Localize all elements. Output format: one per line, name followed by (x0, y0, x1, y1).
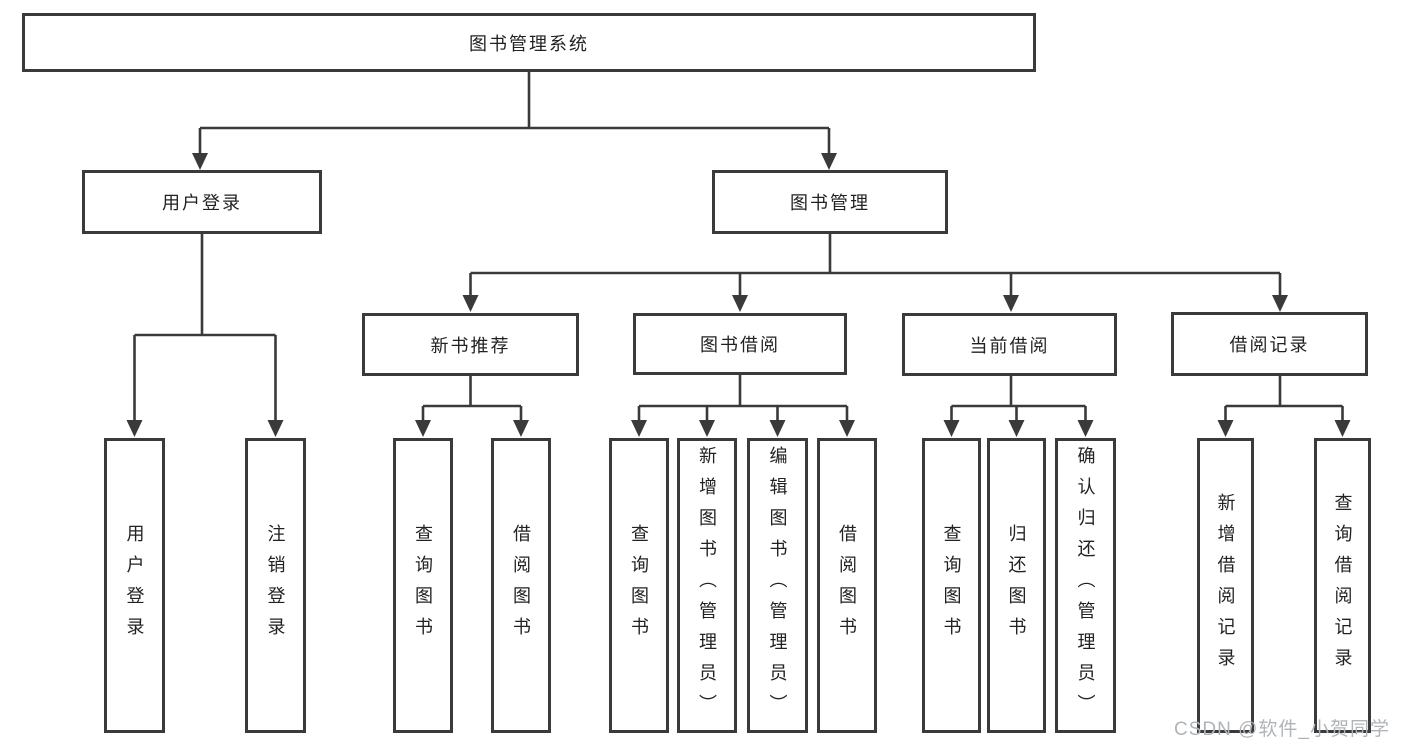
leaf-borrow-edit-book-admin: 编辑图书（管理员） (747, 438, 808, 733)
leaf-newbooks-borrow-books: 借阅图书 (491, 438, 551, 733)
node-book-borrow: 图书借阅 (633, 313, 847, 375)
node-current-borrow: 当前借阅 (902, 313, 1117, 376)
node-user-login: 用户登录 (82, 170, 322, 234)
leaf-records-query-borrow-record: 查询借阅记录 (1314, 438, 1371, 733)
leaf-current-confirm-return-admin: 确认归还（管理员） (1055, 438, 1116, 733)
leaf-logout: 注销登录 (245, 438, 306, 733)
node-root: 图书管理系统 (22, 13, 1036, 72)
leaf-newbooks-query-books: 查询图书 (393, 438, 453, 733)
node-borrow-records: 借阅记录 (1171, 312, 1368, 376)
leaf-user-login: 用户登录 (104, 438, 165, 733)
node-book-management: 图书管理 (712, 170, 948, 234)
arrowheads (126, 153, 1351, 437)
leaf-borrow-query-books: 查询图书 (609, 438, 669, 733)
leaf-borrow-borrow-books: 借阅图书 (817, 438, 877, 733)
csdn-watermark: CSDN @软件_小贺同学 (1174, 719, 1390, 740)
leaf-current-return-books: 归还图书 (987, 438, 1046, 733)
leaf-records-add-borrow-record: 新增借阅记录 (1197, 438, 1254, 733)
leaf-borrow-add-book-admin: 新增图书（管理员） (677, 438, 737, 733)
leaf-current-query-books: 查询图书 (922, 438, 981, 733)
node-new-book-recommend: 新书推荐 (362, 313, 579, 376)
connector-segments (133, 72, 1344, 426)
